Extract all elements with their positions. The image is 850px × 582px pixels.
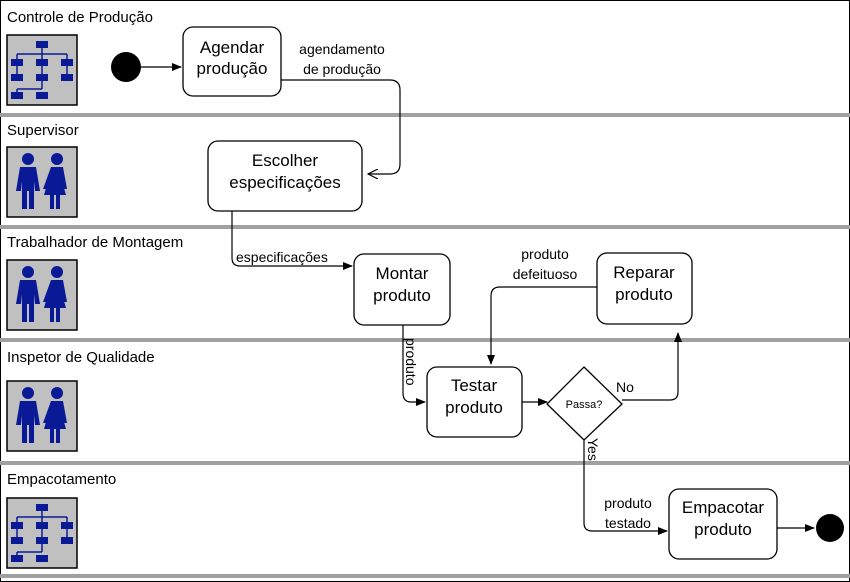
final-node [816,514,844,542]
decision-label: Passa? [566,399,603,411]
edge-montar-to-testar [402,325,426,406]
edge-label-agendamento: agendamento [299,41,385,57]
lane-title-montagem: Trabalhador de Montagem [7,234,183,251]
lane-title-controle: Controle de Produção [7,9,153,26]
edge-reparar-to-testar [487,286,597,365]
edge-label-defeituoso: defeituoso [513,266,578,282]
people-icon [6,380,78,452]
activity-empacotar-produto: Empacotar produto [668,488,778,560]
initial-node [111,52,141,82]
edge-label-agendamento: de produção [303,61,381,77]
lane-title-supervisor: Supervisor [7,122,79,139]
edge-label-yes: Yes [585,438,601,461]
edge-no-to-reparar [622,332,682,401]
edge-label-testado: produto [604,495,652,511]
people-icon [6,259,78,331]
org-chart-icon [6,497,78,569]
edge-label-defeituoso: produto [521,246,569,262]
activity-label: produto [694,520,752,539]
lane-title-inspetor: Inspetor de Qualidade [7,349,155,366]
edge-escolher-to-montar [231,211,353,270]
activity-reparar-produto: Reparar produto [596,252,693,325]
edge-label-no: No [616,379,634,395]
activity-label: produção [197,59,268,78]
activity-label: Reparar [613,263,675,282]
activity-label: produto [373,286,431,305]
activity-agendar-producao: Agendar produção [182,26,282,97]
activity-label: produto [615,285,673,304]
activity-montar-produto: Montar produto [353,253,451,326]
activity-label: especificações [229,173,341,192]
activity-label: Escolher [252,151,318,170]
edge-yes-to-empacotar [583,440,668,535]
decision-passa: Passa? [546,366,623,441]
activity-label: Empacotar [682,498,765,517]
activity-label: produto [445,398,503,417]
edge-agendar-to-escolher [281,79,401,174]
org-chart-icon [6,34,78,106]
edge-label-testado: testado [605,515,651,531]
activity-label: Testar [451,376,498,395]
activity-label: Montar [376,264,429,283]
lane-title-empacotamento: Empacotamento [7,471,116,488]
activity-escolher-especificacoes: Escolher especificações [207,140,363,212]
people-icon [6,146,78,218]
activity-testar-produto: Testar produto [426,366,523,438]
edge-label-produto: produto [403,338,419,386]
activity-label: Agendar [200,38,265,57]
edge-label-especificacoes: especificações [236,249,328,265]
